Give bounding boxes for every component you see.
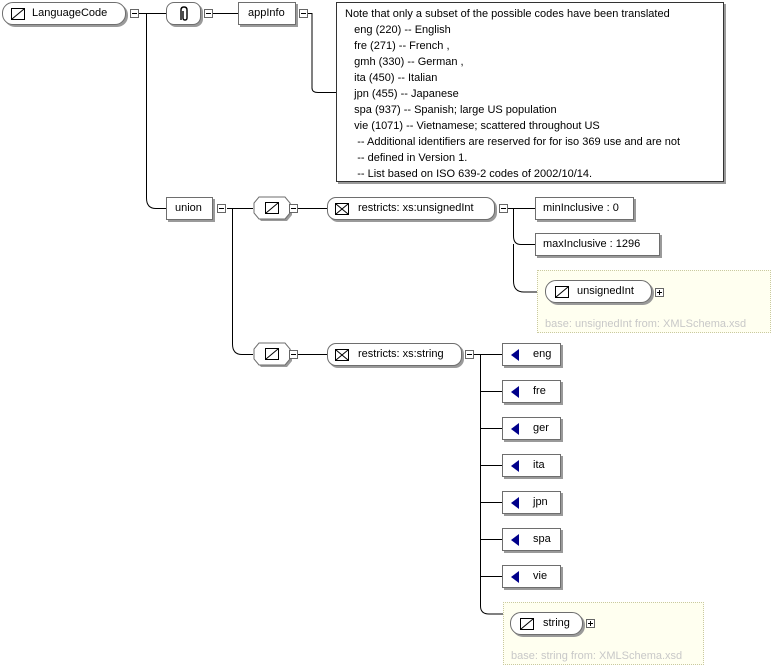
enumeration-jpn[interactable]: jpn <box>502 491 561 514</box>
collapse-compositor-1-toggle[interactable] <box>289 204 298 213</box>
appinfo-node[interactable]: appInfo <box>238 2 296 25</box>
unsignedint-type-node[interactable]: unsignedInt <box>545 280 652 303</box>
annotation-line: -- Additional identifiers are reserved f… <box>345 136 681 148</box>
enumeration-eng[interactable]: eng <box>502 343 561 366</box>
enumeration-icon <box>511 349 519 361</box>
enumeration-label: spa <box>533 533 551 545</box>
paperclip-icon <box>180 6 188 21</box>
restriction-icon <box>335 349 349 361</box>
collapse-restriction-unsignedint-toggle[interactable] <box>499 204 508 213</box>
collapse-restriction-string-toggle[interactable] <box>465 350 474 359</box>
annotation-line: jpn (455) -- Japanese <box>345 88 459 100</box>
union-node[interactable]: union <box>166 197 213 220</box>
enumeration-icon <box>511 497 519 509</box>
enumeration-vie[interactable]: vie <box>502 565 561 588</box>
enumeration-ita[interactable]: ita <box>502 454 561 477</box>
annotation-line: gmh (330) -- German , <box>345 56 464 68</box>
collapse-root-toggle[interactable] <box>130 9 139 18</box>
enumeration-label: fre <box>533 385 546 397</box>
enumeration-icon <box>511 571 519 583</box>
annotation-line: fre (271) -- French , <box>345 40 450 52</box>
unsignedint-type-label: unsignedInt <box>577 285 634 297</box>
restriction-unsignedint-node[interactable]: restricts: xs:unsignedInt <box>327 197 495 220</box>
annotation-line: eng (220) -- English <box>345 24 451 36</box>
collapse-compositor-2-toggle[interactable] <box>289 350 298 359</box>
annotation-line: vie (1071) -- Vietnamese; scattered thro… <box>345 120 600 132</box>
appinfo-label: appInfo <box>248 7 285 19</box>
unsignedint-base-text: base: unsignedInt from: XMLSchema.xsd <box>545 318 747 330</box>
expand-string-toggle[interactable] <box>586 619 595 628</box>
root-element-node[interactable]: LanguageCode <box>2 2 126 25</box>
enumeration-label: vie <box>533 570 548 582</box>
max-inclusive-label: maxInclusive : 1296 <box>543 238 641 250</box>
annotation-line: spa (937) -- Spanish; large US populatio… <box>345 104 557 116</box>
string-base-text: base: string from: XMLSchema.xsd <box>511 650 683 662</box>
enumeration-icon <box>511 423 519 435</box>
enumeration-label: ger <box>533 422 549 434</box>
simple-type-icon <box>520 618 534 630</box>
enumeration-icon <box>511 460 519 472</box>
collapse-annotation-toggle[interactable] <box>204 9 213 18</box>
annotation-line: Note that only a subset of the possible … <box>345 8 670 20</box>
restriction-icon <box>335 203 349 215</box>
enumeration-spa[interactable]: spa <box>502 528 561 551</box>
collapse-appinfo-toggle[interactable] <box>299 9 308 18</box>
simple-type-icon <box>11 8 25 20</box>
expand-unsignedint-toggle[interactable] <box>655 288 664 297</box>
union-label: union <box>175 202 202 214</box>
string-type-node[interactable]: string <box>510 612 583 635</box>
enumeration-icon <box>511 386 519 398</box>
annotation-compositor[interactable] <box>166 2 201 25</box>
min-inclusive-facet[interactable]: minInclusive : 0 <box>535 197 634 220</box>
root-element-label: LanguageCode <box>32 7 108 19</box>
annotation-line: ita (450) -- Italian <box>345 72 438 84</box>
max-inclusive-facet[interactable]: maxInclusive : 1296 <box>535 233 660 256</box>
enumeration-fre[interactable]: fre <box>502 380 561 403</box>
enumeration-ger[interactable]: ger <box>502 417 561 440</box>
simple-type-compositor-1[interactable] <box>252 196 292 222</box>
simple-type-compositor-2[interactable] <box>252 342 292 368</box>
simple-type-icon <box>555 286 569 298</box>
annotation-line: -- List based on ISO 639-2 codes of 2002… <box>345 168 593 180</box>
restriction-string-label: restricts: xs:string <box>358 348 444 360</box>
enumeration-label: jpn <box>533 496 548 508</box>
enumeration-label: eng <box>533 348 552 360</box>
documentation-annotation: Note that only a subset of the possible … <box>336 2 724 182</box>
enumeration-icon <box>511 534 519 546</box>
string-type-label: string <box>543 617 570 629</box>
min-inclusive-label: minInclusive : 0 <box>543 202 619 214</box>
enumeration-label: ita <box>533 459 545 471</box>
restriction-string-node[interactable]: restricts: xs:string <box>327 343 462 366</box>
annotation-line: -- defined in Version 1. <box>345 152 468 164</box>
collapse-union-toggle[interactable] <box>217 204 226 213</box>
restriction-unsignedint-label: restricts: xs:unsignedInt <box>358 202 474 214</box>
